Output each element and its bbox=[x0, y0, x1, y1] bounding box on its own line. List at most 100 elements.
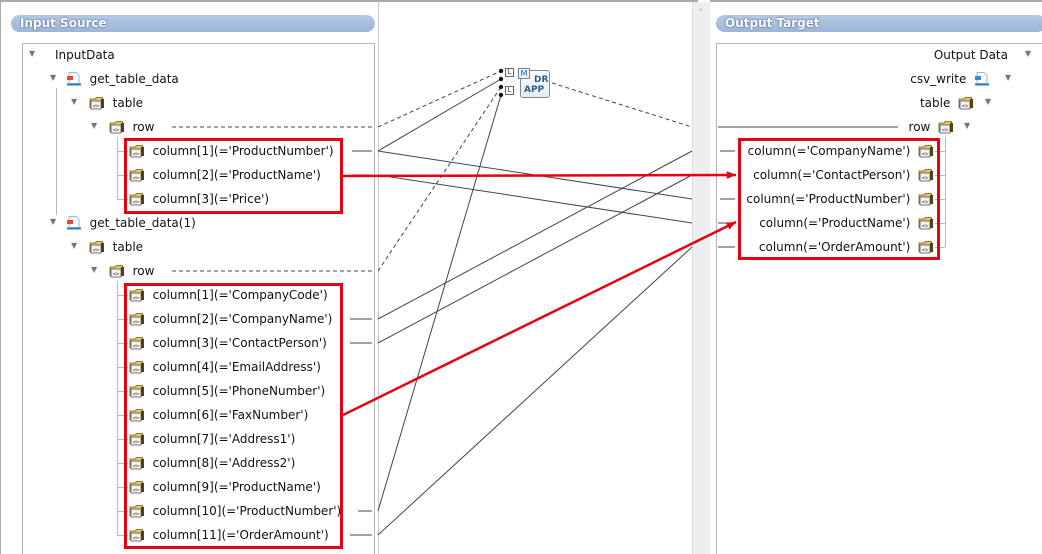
tree-node-column[interactable]: <> column[1](='CompanyCode') bbox=[129, 285, 328, 305]
node-label: column[6](='FaxNumber') bbox=[152, 408, 309, 422]
tree-node-column[interactable]: column(='ContactPerson') <> bbox=[753, 165, 934, 185]
tree-node-column[interactable]: column(='CompanyName') <> bbox=[748, 141, 934, 161]
tree-guide-line bbox=[117, 137, 118, 199]
node-label: column[1](='CompanyCode') bbox=[152, 288, 328, 302]
tree-node-column[interactable]: <> column[1](='ProductNumber') bbox=[129, 141, 334, 161]
tree-node-column[interactable]: <> column[2](='CompanyName') bbox=[129, 309, 332, 329]
tree-node-column[interactable]: <> column[2](='ProductName') bbox=[129, 165, 321, 185]
tree-node-column[interactable]: <> column[4](='EmailAddress') bbox=[129, 357, 321, 377]
svg-text:<>: <> bbox=[133, 175, 140, 181]
input-port-2[interactable]: L bbox=[505, 86, 514, 95]
xml-element-icon: <> bbox=[129, 144, 145, 158]
node-label: row bbox=[132, 120, 155, 134]
expand-toggle-icon[interactable]: ▼ bbox=[1025, 49, 1032, 58]
svg-text:<>: <> bbox=[93, 247, 100, 253]
output-tree[interactable] bbox=[716, 43, 1042, 554]
input-tree[interactable] bbox=[22, 43, 375, 554]
tree-guide-line bbox=[117, 175, 128, 176]
tree-node-column[interactable]: <> column[3](='Price') bbox=[129, 189, 269, 209]
expand-toggle-icon[interactable]: ▼ bbox=[50, 73, 57, 82]
node-label: column[5](='PhoneNumber') bbox=[152, 384, 326, 398]
expand-toggle-icon[interactable]: ▼ bbox=[71, 241, 78, 250]
xml-element-icon: <> bbox=[918, 192, 934, 206]
map-badge: M bbox=[518, 68, 530, 79]
xml-element-icon: <> bbox=[129, 504, 145, 518]
svg-text:<>: <> bbox=[922, 175, 929, 181]
xml-element-icon: <> bbox=[129, 168, 145, 182]
scroll-up-icon[interactable]: ⌃ bbox=[697, 8, 705, 18]
tree-node-column[interactable]: <> column[7](='Address1') bbox=[129, 429, 295, 449]
expand-toggle-icon[interactable]: ▼ bbox=[91, 265, 98, 274]
input-port-1[interactable]: L bbox=[505, 68, 514, 77]
tree-node-source[interactable]: get_table_data bbox=[66, 69, 179, 89]
xml-element-icon: <> bbox=[918, 168, 934, 182]
tree-guide-line bbox=[945, 137, 946, 247]
tree-node-target[interactable]: csv_write bbox=[910, 69, 990, 89]
expand-toggle-icon[interactable]: ▼ bbox=[71, 97, 78, 106]
svg-text:<>: <> bbox=[133, 367, 140, 373]
expand-toggle-icon[interactable]: ▼ bbox=[29, 49, 36, 58]
node-label: table bbox=[112, 240, 144, 254]
node-label: InputData bbox=[55, 48, 115, 62]
node-label: row bbox=[132, 264, 155, 278]
tree-node-row[interactable]: row <> bbox=[909, 117, 954, 137]
svg-text:<>: <> bbox=[133, 463, 140, 469]
svg-text:<>: <> bbox=[133, 343, 140, 349]
tree-guide-line bbox=[117, 319, 128, 320]
tree-node-column[interactable]: <> column[10](='ProductNumber') bbox=[129, 501, 341, 521]
node-label: column[9](='ProductName') bbox=[152, 480, 321, 494]
tree-node-column[interactable]: <> column[11](='OrderAmount') bbox=[129, 525, 329, 545]
tree-node-inputdata[interactable]: InputData bbox=[55, 45, 115, 65]
node-label: table bbox=[112, 96, 144, 110]
xml-element-icon: <> bbox=[129, 480, 145, 494]
tree-guide-line bbox=[117, 391, 128, 392]
output-target-header: Output Target bbox=[716, 15, 1042, 32]
tree-guide-line bbox=[935, 151, 945, 152]
node-label: column(='ProductNumber') bbox=[746, 192, 911, 206]
tree-node-column[interactable]: <> column[3](='ContactPerson') bbox=[129, 333, 327, 353]
tree-node-column[interactable]: <> column[6](='FaxNumber') bbox=[129, 405, 308, 425]
tree-guide-line bbox=[935, 175, 945, 176]
map-label-line1: DR bbox=[534, 75, 549, 85]
tree-node-table[interactable]: <> table bbox=[89, 237, 143, 257]
tree-node-column[interactable]: <> column[8](='Address2') bbox=[129, 453, 295, 473]
node-label: column[3](='Price') bbox=[152, 192, 270, 206]
tree-guide-line bbox=[117, 151, 128, 152]
svg-text:<>: <> bbox=[133, 535, 140, 541]
tree-node-column[interactable]: column(='ProductNumber') <> bbox=[746, 189, 934, 209]
svg-text:<>: <> bbox=[922, 151, 929, 157]
map-label-line2: APP bbox=[524, 85, 545, 95]
tree-node-row[interactable]: <> row bbox=[109, 261, 154, 281]
tree-guide-line bbox=[117, 439, 128, 440]
tree-node-column[interactable]: <> column[5](='PhoneNumber') bbox=[129, 381, 325, 401]
node-label: column[11](='OrderAmount') bbox=[152, 528, 329, 542]
tree-node-source[interactable]: get_table_data(1) bbox=[66, 213, 196, 233]
tree-node-outputdata[interactable]: Output Data bbox=[934, 45, 1008, 65]
tree-node-column[interactable]: column(='OrderAmount') <> bbox=[759, 237, 934, 257]
expand-toggle-icon[interactable]: ▼ bbox=[985, 97, 992, 106]
tree-guide-line bbox=[935, 247, 945, 248]
expand-toggle-icon[interactable]: ▼ bbox=[91, 121, 98, 130]
node-label: Output Data bbox=[933, 48, 1008, 62]
xml-element-icon: <> bbox=[109, 120, 125, 134]
tree-node-column[interactable]: column(='ProductName') <> bbox=[759, 213, 934, 233]
node-label: get_table_data(1) bbox=[89, 216, 196, 230]
expand-toggle-icon[interactable]: ▼ bbox=[1005, 73, 1012, 82]
node-label: column(='CompanyName') bbox=[747, 144, 911, 158]
svg-text:<>: <> bbox=[133, 319, 140, 325]
node-label: column(='ContactPerson') bbox=[753, 168, 911, 182]
document-icon bbox=[66, 215, 82, 230]
mapping-canvas-scrollbar[interactable]: ⌃ bbox=[692, 2, 710, 554]
tree-node-table[interactable]: table <> bbox=[920, 93, 974, 113]
mapping-function-node[interactable]: M DR APP bbox=[518, 68, 550, 98]
tree-node-table[interactable]: <> table bbox=[89, 93, 143, 113]
expand-toggle-icon[interactable]: ▼ bbox=[964, 121, 971, 130]
node-label: table bbox=[919, 96, 951, 110]
xml-element-icon: <> bbox=[129, 192, 145, 206]
tree-node-row[interactable]: <> row bbox=[109, 117, 154, 137]
expand-toggle-icon[interactable]: ▼ bbox=[50, 217, 57, 226]
svg-text:<>: <> bbox=[133, 199, 140, 205]
xml-element-icon: <> bbox=[129, 288, 145, 302]
node-label: column[1](='ProductNumber') bbox=[152, 144, 334, 158]
tree-node-column[interactable]: <> column[9](='ProductName') bbox=[129, 477, 321, 497]
